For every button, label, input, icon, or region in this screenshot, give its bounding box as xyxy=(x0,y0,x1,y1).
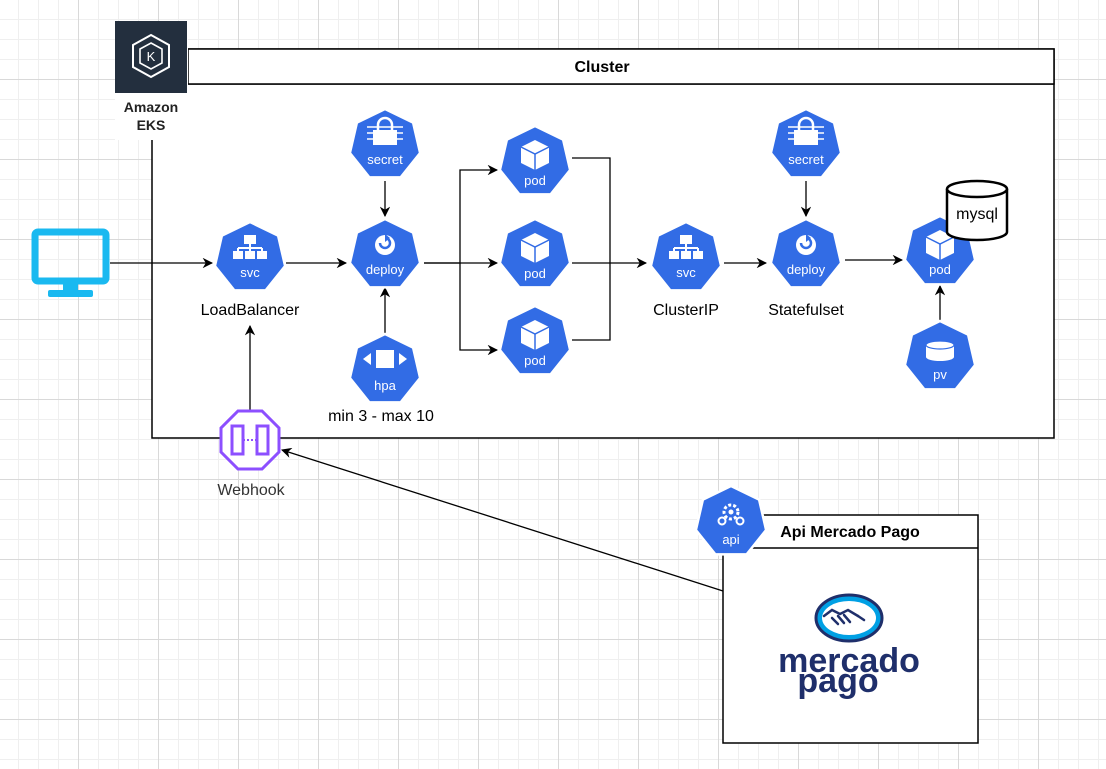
network-icon xyxy=(669,235,703,259)
refresh-icon xyxy=(375,234,395,255)
pod-2-icon-label: pod xyxy=(524,266,546,281)
deploy-2-icon-label: deploy xyxy=(787,262,826,277)
mysql-database-icon: mysql xyxy=(945,179,1009,242)
pod-3-icon-label: pod xyxy=(524,353,546,368)
handshake-icon xyxy=(822,608,866,626)
mysql-label: mysql xyxy=(956,206,998,223)
secret-1-icon-label: secret xyxy=(367,152,403,167)
svc-clusterip-node: svc xyxy=(649,220,723,292)
api-node: api xyxy=(694,484,768,556)
api-box-title: Api Mercado Pago xyxy=(780,524,920,541)
eks-label-line2: EKS xyxy=(137,117,166,133)
monitor-icon xyxy=(31,228,110,297)
eks-label-line1: Amazon xyxy=(124,99,178,115)
svc-loadbalancer-node: svc xyxy=(213,220,287,292)
network-icon xyxy=(233,235,267,259)
cube-icon xyxy=(925,230,955,260)
mercado-pago-logo: mercado pago xyxy=(778,586,921,714)
cluster-title: Cluster xyxy=(574,59,629,76)
scale-icon xyxy=(363,350,407,368)
gears-icon xyxy=(717,503,745,526)
pod-node-3: pod xyxy=(498,304,572,376)
svc-lb-icon-label: svc xyxy=(240,265,260,280)
mercado-pago-line2: pago xyxy=(797,662,878,700)
cube-icon xyxy=(520,140,550,170)
pod-1-icon-label: pod xyxy=(524,173,546,188)
cluster-container: Cluster xyxy=(151,48,1055,439)
statefulset-caption: Statefulset xyxy=(768,302,844,319)
connectors xyxy=(110,157,946,592)
disk-icon xyxy=(925,340,955,361)
lock-icon xyxy=(367,116,403,145)
pod-db-icon-label: pod xyxy=(929,262,951,277)
hpa-icon-label: hpa xyxy=(374,378,396,393)
cube-icon xyxy=(520,320,550,350)
amazon-eks-icon: K Amazon EKS xyxy=(115,21,188,140)
api-icon-label: api xyxy=(722,532,739,547)
deploy-node-1: deploy xyxy=(348,217,422,289)
secret-2-icon-label: secret xyxy=(788,152,824,167)
loadbalancer-caption: LoadBalancer xyxy=(201,302,300,319)
svg-text:K: K xyxy=(147,49,156,64)
webhook-icon xyxy=(219,409,281,471)
secret-node-1: secret xyxy=(348,107,422,179)
svc-cluster-icon-label: svc xyxy=(676,265,696,280)
pv-node: pv xyxy=(903,319,977,391)
pod-db-node: pod xyxy=(903,214,977,286)
pv-icon-label: pv xyxy=(933,367,947,382)
cube-icon xyxy=(520,233,550,263)
mercado-pago-line1: mercado xyxy=(778,642,920,680)
hpa-node: hpa xyxy=(348,332,422,404)
webhook-caption: Webhook xyxy=(217,482,285,499)
secret-node-2: secret xyxy=(769,107,843,179)
clusterip-caption: ClusterIP xyxy=(653,302,719,319)
lock-icon xyxy=(788,116,824,145)
hpa-caption: min 3 - max 10 xyxy=(328,408,434,425)
deploy-1-icon-label: deploy xyxy=(366,262,405,277)
pod-node-1: pod xyxy=(498,124,572,196)
pod-node-2: pod xyxy=(498,217,572,289)
refresh-icon xyxy=(796,234,816,255)
deploy-node-2: deploy xyxy=(769,217,843,289)
